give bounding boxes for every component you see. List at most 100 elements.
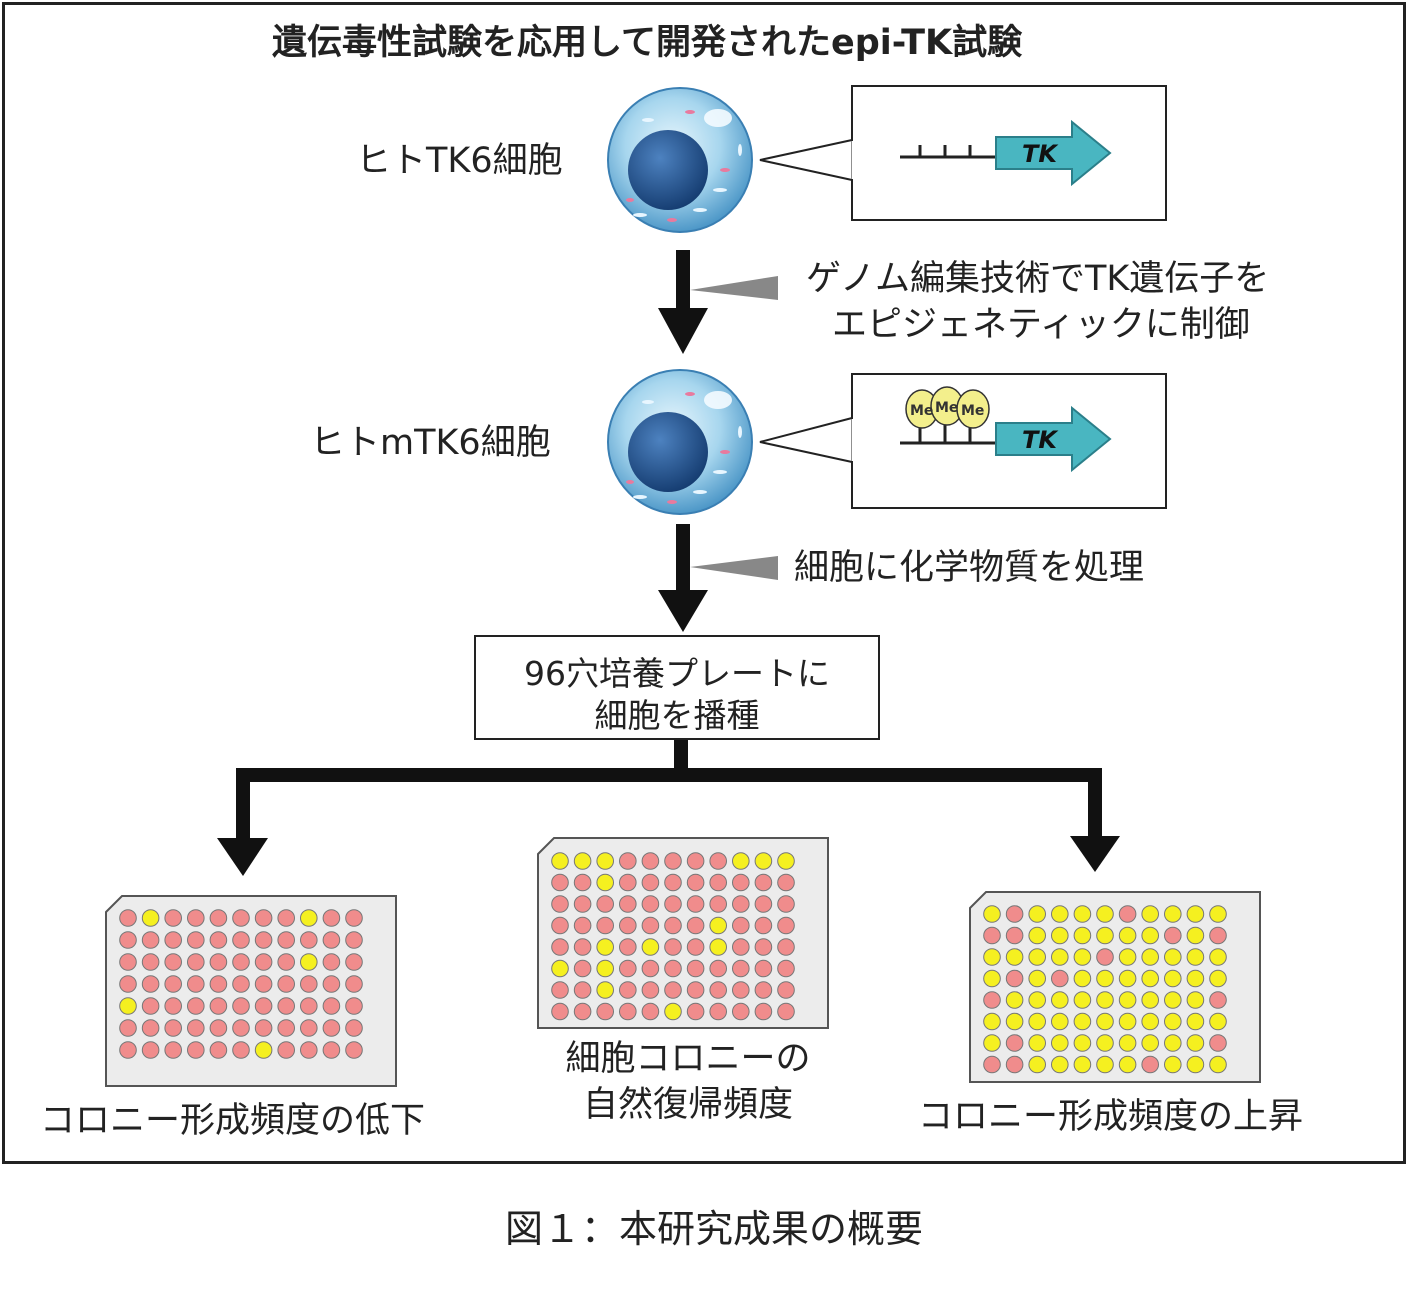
plate-well	[732, 981, 750, 999]
plate-well	[277, 975, 296, 993]
plate-well	[1005, 1055, 1024, 1074]
plate-well	[573, 852, 592, 870]
plate-well	[551, 1002, 569, 1021]
left-outcome-label: コロニー形成頻度の低下	[40, 1101, 426, 1141]
plate-well	[1073, 948, 1092, 966]
plate-well	[232, 909, 250, 927]
plate-well	[1051, 1012, 1069, 1031]
plate-well	[596, 873, 615, 892]
cell-top-label: ヒトTK6細胞	[356, 141, 563, 181]
plate-well	[164, 1019, 182, 1037]
plate-well	[119, 931, 137, 949]
diagram-title: 遺伝毒性試験を応用して開発されたepi-TK試験	[272, 23, 1023, 63]
plate-well	[164, 975, 182, 993]
cell-bottom-label: ヒトmTK6細胞	[310, 423, 551, 463]
plate-well	[686, 895, 705, 913]
plate-well	[141, 909, 160, 927]
plate-well	[1096, 905, 1114, 923]
plate-well	[664, 981, 682, 999]
plate-well	[1051, 1034, 1069, 1052]
plate-well	[1186, 1034, 1205, 1052]
plate-well	[277, 1019, 296, 1037]
plate-well	[1186, 948, 1205, 966]
plate-well	[232, 931, 250, 949]
plate-right	[969, 891, 1261, 1083]
plate-well	[1051, 905, 1069, 923]
plate-well	[551, 981, 569, 999]
plate-well	[345, 975, 363, 993]
tk-gene-label-bottom: TK	[1022, 426, 1059, 454]
seeding-box-line1: 96穴培養プレートに	[524, 654, 830, 693]
plate-well	[732, 895, 750, 913]
plate-well	[983, 991, 1001, 1009]
plate-well	[1141, 948, 1159, 966]
plate-well	[277, 1041, 296, 1059]
plate-well	[619, 981, 637, 999]
plate-well	[187, 975, 205, 993]
step2-text: 細胞に化学物質を処理	[794, 548, 1145, 588]
plate-well	[983, 926, 1001, 945]
plate-well	[664, 916, 682, 935]
plate-well	[1164, 991, 1182, 1009]
plate-well	[164, 1041, 182, 1059]
plate-well	[1164, 969, 1182, 988]
plate-well	[619, 959, 637, 978]
plate-well	[1141, 1012, 1159, 1031]
plate-well	[209, 909, 228, 927]
plate-well	[300, 997, 318, 1015]
plate-well	[641, 981, 660, 999]
plate-well	[1005, 1012, 1024, 1031]
plate-well	[1028, 1034, 1046, 1052]
plate-well	[551, 895, 569, 913]
plate-well	[1028, 905, 1046, 923]
plate-well	[641, 959, 660, 978]
plate-well	[573, 1002, 592, 1021]
methyl-group-3	[956, 389, 990, 429]
plate-well	[1118, 926, 1137, 945]
plate-well	[300, 909, 318, 927]
plate-well	[573, 959, 592, 978]
plate-well	[300, 975, 318, 993]
plate-well	[709, 895, 728, 913]
plate-well	[754, 938, 773, 956]
plate-well	[1051, 969, 1069, 988]
plate-well	[641, 873, 660, 892]
plate-well	[277, 953, 296, 971]
plate-well	[641, 895, 660, 913]
plate-well	[1051, 1055, 1069, 1074]
plate-well	[1209, 969, 1227, 988]
plate-well	[709, 916, 728, 935]
plate-well	[983, 905, 1001, 923]
plate-well	[686, 873, 705, 892]
plate-well	[596, 916, 615, 935]
plate-well	[1073, 991, 1092, 1009]
plate-well	[1118, 969, 1137, 988]
plate-well	[232, 953, 250, 971]
plate-well	[641, 1002, 660, 1021]
plate-well	[1164, 948, 1182, 966]
plate-well	[187, 1041, 205, 1059]
plate-well	[664, 938, 682, 956]
plate-well	[209, 953, 228, 971]
plate-well	[1118, 905, 1137, 923]
plate-well	[209, 997, 228, 1015]
plate-well	[664, 895, 682, 913]
plate-well	[664, 1002, 682, 1021]
plate-well	[1209, 1055, 1227, 1074]
plate-well	[209, 975, 228, 993]
plate-well	[732, 852, 750, 870]
methyl-label-2: Me	[935, 400, 958, 416]
plate-well	[1164, 1034, 1182, 1052]
plate-well	[983, 1034, 1001, 1052]
plate-well	[141, 953, 160, 971]
right-outcome-label: コロニー形成頻度の上昇	[918, 1097, 1304, 1137]
plate-well	[345, 931, 363, 949]
plate-well	[1141, 905, 1159, 923]
plate-well	[1005, 905, 1024, 923]
plate-well	[1118, 1055, 1137, 1074]
plate-well	[1073, 905, 1092, 923]
plate-well	[777, 938, 795, 956]
plate-well	[119, 1019, 137, 1037]
diagram-frame	[2, 2, 1406, 1164]
